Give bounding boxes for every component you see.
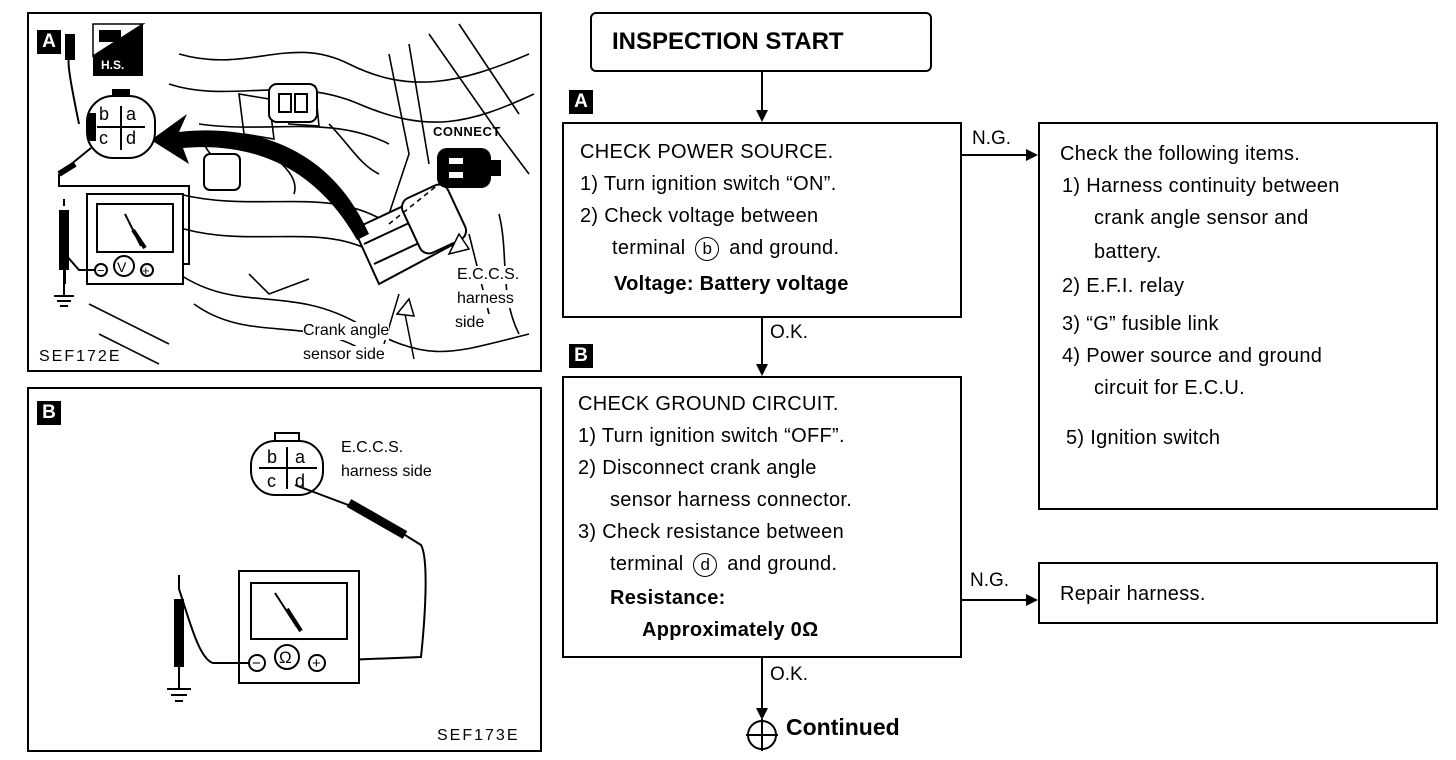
terminal-c-2: c [267, 471, 276, 491]
check-power-source-box: CHECK POWER SOURCE. 1) Turn ignition swi… [562, 122, 962, 318]
terminal-c: c [99, 128, 108, 148]
ground-approx: Approximately 0Ω [642, 619, 819, 641]
terminal-b-2: b [267, 447, 278, 467]
eccs-b-label-2: harness side [341, 463, 432, 480]
terminal-d-2: d [295, 471, 306, 491]
panel-b-code: SEF173E [437, 727, 520, 744]
check-ground-circuit-box: CHECK GROUND CIRCUIT. 1) Turn ignition s… [562, 376, 962, 658]
panel-b-tag: B [37, 401, 61, 425]
repair-harness-box: Repair harness. [1038, 562, 1438, 624]
svg-text:−: − [252, 655, 261, 672]
ground-resistance: Resistance: [610, 587, 726, 609]
engine-bay-drawing: V − + [54, 23, 535, 365]
power-step-2b: terminal b and ground. [612, 236, 840, 261]
terminal-d-circle: d [693, 552, 718, 577]
power-step-2a: 2) Check voltage between [580, 205, 819, 227]
hs-icon [92, 23, 146, 76]
terminal-b: b [99, 104, 110, 124]
meter-ohm-label: Ω [279, 648, 292, 667]
power-voltage: Voltage: Battery voltage [614, 273, 849, 295]
svg-text:+: + [142, 263, 150, 278]
item-1c: battery. [1094, 241, 1162, 263]
ground-step-1: 1) Turn ignition switch “OFF”. [578, 425, 845, 447]
items-title: Check the following items. [1060, 143, 1301, 165]
ok-label-2: O.K. [770, 664, 809, 685]
item-3: 3) “G” fusible link [1062, 313, 1219, 335]
terminal-b-circle: b [695, 236, 720, 261]
connect-plug-icon [437, 148, 501, 188]
repair-label: Repair harness. [1060, 583, 1206, 605]
hs-label: H.S. [101, 58, 125, 72]
panel-a-code: SEF172E [39, 348, 122, 365]
connect-label: CONNECT [433, 124, 501, 139]
ohmmeter-drawing: Ω − + [167, 432, 427, 702]
terminal-a: a [126, 104, 137, 124]
panel-a-tag: A [37, 30, 61, 54]
item-5: 5) Ignition switch [1066, 427, 1221, 449]
terminal-connector-b [250, 432, 324, 496]
ohmmeter-icon [238, 570, 360, 684]
crank-label-2: sensor side [303, 346, 385, 364]
continued-label: Continued [786, 714, 900, 740]
illustration-panel-b: Ω − + B b a c d E.C.C.S. harness side SE… [27, 387, 542, 752]
item-2: 2) E.F.I. relay [1062, 275, 1185, 297]
ground-step-3a: 3) Check resistance between [578, 521, 845, 543]
ng-label-1: N.G. [972, 128, 1012, 149]
ground-step-2b: sensor harness connector. [610, 489, 853, 511]
terminal-a-2: a [295, 447, 306, 467]
voltmeter-icon [86, 193, 184, 285]
eccs-label-3: side [455, 314, 485, 332]
terminal-connector-a [86, 89, 156, 159]
ground-step-2a: 2) Disconnect crank angle [578, 457, 817, 479]
eccs-label-1: E.C.C.S. [457, 266, 520, 284]
check-items-box: Check the following items. 1) Harness co… [1038, 122, 1438, 510]
meter-v-label: V [117, 259, 127, 275]
terminal-d: d [126, 128, 137, 148]
power-title: CHECK POWER SOURCE. [580, 141, 834, 163]
flow-tag-b: B [569, 344, 593, 368]
item-4b: circuit for E.C.U. [1094, 377, 1245, 399]
eccs-b-label-1: E.C.C.S. [341, 439, 404, 456]
inspection-start-box: INSPECTION START [590, 12, 932, 72]
svg-text:+: + [312, 655, 321, 672]
eccs-label-2: harness [457, 290, 514, 308]
inspection-start-label: INSPECTION START [612, 28, 844, 55]
item-1a: 1) Harness continuity between [1062, 175, 1340, 197]
continued-symbol [746, 719, 778, 751]
ground-step-3b: terminal d and ground. [610, 552, 838, 577]
ground-title: CHECK GROUND CIRCUIT. [578, 393, 839, 415]
flow-tag-a: A [569, 90, 593, 114]
item-1b: crank angle sensor and [1094, 207, 1309, 229]
crank-label-1: Crank angle [303, 322, 390, 340]
ok-label-1: O.K. [770, 322, 809, 343]
illustration-panel-a: V − + A H.S. b a c d CONNECT E.C.C.S. ha… [27, 12, 542, 372]
ng-label-2: N.G. [970, 570, 1010, 591]
item-4a: 4) Power source and ground [1062, 345, 1323, 367]
power-step-1: 1) Turn ignition switch “ON”. [580, 173, 837, 195]
svg-text:−: − [97, 263, 105, 278]
